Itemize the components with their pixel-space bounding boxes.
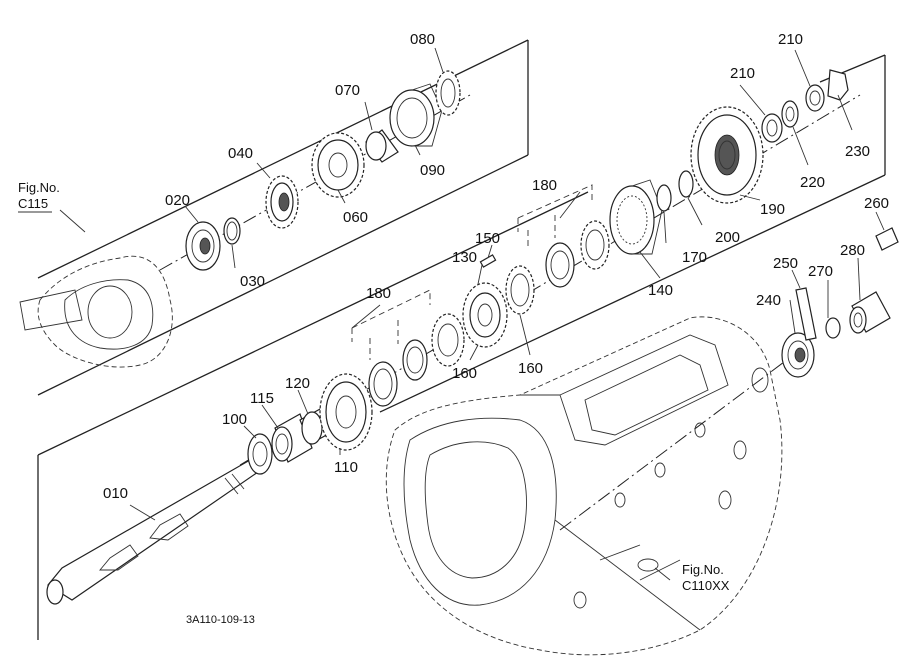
label-240: 240: [756, 292, 781, 309]
snap-ring-170: [656, 184, 672, 212]
sleeve-090: [389, 83, 443, 147]
ring-270: [825, 317, 841, 339]
transmission-case-outline: [385, 316, 783, 656]
gear-190: [690, 106, 764, 204]
figure-ref-left: Fig.No. C115: [18, 180, 60, 213]
label-140: 140: [648, 282, 673, 299]
figure-ref-right-line1: Fig.No.: [682, 562, 724, 577]
plate-250: [795, 287, 817, 341]
gear-110: [319, 373, 373, 451]
leader-lines: [59, 47, 885, 581]
label-120: 120: [285, 375, 310, 392]
label-210-right: 210: [778, 31, 803, 48]
label-010: 010: [103, 485, 128, 502]
shift-sleeve-140: [609, 179, 663, 255]
label-130: 130: [452, 249, 477, 266]
label-100: 100: [222, 411, 247, 428]
gear-080: [435, 70, 461, 116]
label-160-lower: 160: [452, 365, 477, 382]
label-020: 020: [165, 192, 190, 209]
figure-ref-left-line1: Fig.No.: [18, 180, 60, 195]
label-110: 110: [334, 459, 358, 476]
shifting-key-150: [479, 254, 497, 268]
label-280: 280: [840, 242, 865, 259]
drawing-code: 3A110-109-13: [186, 614, 255, 626]
front-housing-outline: [19, 255, 173, 368]
figure-ref-left-line2: C115: [18, 196, 48, 211]
main-shaft-010: [46, 459, 259, 605]
collar-100: [247, 433, 273, 475]
label-190: 190: [760, 201, 785, 218]
synchro-ring-upper-2: [580, 220, 610, 270]
label-210-left: 210: [730, 65, 755, 82]
label-040: 040: [228, 145, 253, 162]
synchro-ring-lower-2: [431, 313, 465, 367]
plug-260: [875, 227, 899, 251]
part-labels: 010 020 030 040 060 070 080 090 100 110 …: [103, 31, 889, 502]
label-030: 030: [240, 273, 265, 290]
figure-ref-right: Fig.No. C110XX: [682, 562, 730, 593]
bearing-210-left: [761, 113, 783, 143]
label-220: 220: [800, 174, 825, 191]
label-080: 080: [410, 31, 435, 48]
label-230: 230: [845, 143, 870, 160]
label-180-lower: 180: [366, 285, 391, 302]
synchro-key-ring-lower: [402, 339, 428, 381]
figure-ref-right-line2: C110XX: [682, 578, 730, 593]
label-090: 090: [420, 162, 445, 179]
sleeve-280: [849, 291, 891, 334]
label-115: 115: [250, 390, 274, 407]
synchro-key-ring-upper: [545, 242, 575, 288]
bracket-180-upper: [517, 184, 593, 250]
synchro-ring-160-lower: [368, 361, 398, 407]
synchro-hub-130: [462, 282, 508, 348]
label-150: 150: [475, 230, 500, 247]
label-260: 260: [864, 195, 889, 212]
snap-ring-030: [223, 217, 241, 245]
bearing-020: [185, 221, 221, 271]
snap-ring-200: [678, 170, 694, 198]
synchro-ring-160-upper: [505, 265, 535, 315]
frame-lines: [37, 39, 886, 640]
bearing-240: [781, 332, 815, 378]
gear-060: [311, 132, 365, 198]
bracket-180-lower: [351, 289, 431, 360]
label-160-upper: 160: [518, 360, 543, 377]
bearing-210-right: [805, 84, 825, 112]
label-270: 270: [808, 263, 833, 280]
label-070: 070: [335, 82, 360, 99]
collar-070: [365, 129, 399, 163]
label-200: 200: [715, 229, 740, 246]
label-060: 060: [343, 209, 368, 226]
gear-040: [265, 175, 299, 229]
label-180-upper: 180: [532, 177, 557, 194]
label-170: 170: [682, 249, 707, 266]
collar-220: [781, 100, 799, 128]
lock-nut-230: [827, 69, 849, 101]
label-250: 250: [773, 255, 798, 272]
